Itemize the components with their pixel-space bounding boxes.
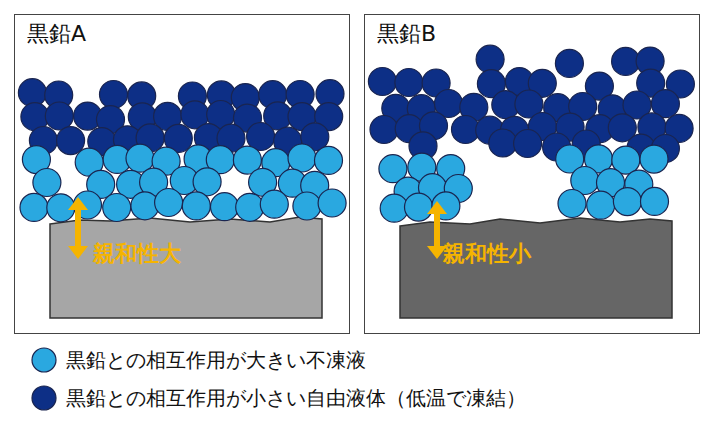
molecule xyxy=(370,116,398,144)
molecule xyxy=(288,144,316,172)
molecule xyxy=(368,68,396,96)
molecule xyxy=(236,193,264,221)
legend-item: 黒鉛との相互作用が小さい自由液体（低温で凍結） xyxy=(30,384,526,412)
molecule xyxy=(405,193,433,221)
legend-swatch-circle xyxy=(32,386,56,410)
molecule xyxy=(20,193,48,221)
legend-item: 黒鉛との相互作用が大きい不凍液 xyxy=(30,346,366,374)
panel: 黒鉛B 親和性小 xyxy=(364,14,700,334)
graphite-b xyxy=(400,218,672,318)
molecule xyxy=(612,47,640,75)
molecule xyxy=(33,169,61,197)
molecule xyxy=(103,194,131,222)
molecule xyxy=(126,144,154,172)
legend-text: 黒鉛との相互作用が大きい不凍液 xyxy=(66,348,366,372)
molecule xyxy=(211,193,239,221)
molecule xyxy=(489,129,517,157)
legend-text: 黒鉛との相互作用が小さい自由液体（低温で凍結） xyxy=(66,386,526,410)
molecule xyxy=(558,190,586,218)
molecule xyxy=(476,45,504,73)
legend-swatch-circle xyxy=(32,348,56,372)
molecule xyxy=(182,192,210,220)
affinity-label: 親和性小 xyxy=(443,241,531,267)
molecule xyxy=(293,192,321,220)
panel: 黒鉛A 親和性大 xyxy=(14,14,350,334)
molecule xyxy=(395,69,423,97)
graphite-a xyxy=(50,217,322,318)
panel-title: 黒鉛B xyxy=(374,21,439,47)
legend-swatch xyxy=(30,384,58,412)
molecule xyxy=(318,189,346,217)
graphite-block: 親和性小 xyxy=(401,219,673,319)
molecule xyxy=(514,130,542,158)
molecule xyxy=(45,102,73,130)
molecule xyxy=(155,189,183,217)
molecule xyxy=(613,188,641,216)
affinity-label: 親和性大 xyxy=(93,241,181,267)
graphite-block: 親和性大 xyxy=(51,219,323,319)
molecule xyxy=(640,145,668,173)
molecule xyxy=(260,190,288,218)
molecule xyxy=(587,191,615,219)
molecule xyxy=(555,49,583,77)
molecule xyxy=(315,146,343,174)
molecule xyxy=(57,127,85,155)
panel-title: 黒鉛A xyxy=(24,21,89,47)
molecule xyxy=(100,81,128,109)
legend-swatch xyxy=(30,346,58,374)
molecule xyxy=(641,187,669,215)
